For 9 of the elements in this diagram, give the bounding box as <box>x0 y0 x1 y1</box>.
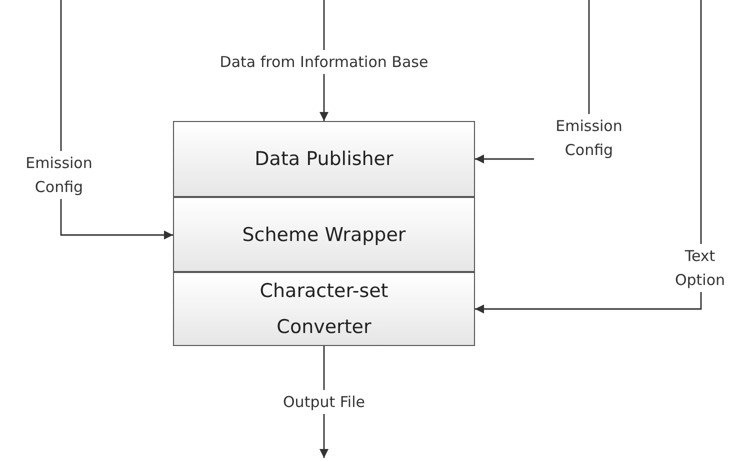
process-box <box>173 272 475 346</box>
box-label: Scheme Wrapper <box>241 222 407 248</box>
edge-label: Data from Information Base <box>220 50 428 74</box>
arrow <box>475 0 702 314</box>
process-box <box>173 121 475 197</box>
box-label: Data Publisher <box>254 147 394 172</box>
edge-label: Output File <box>283 390 365 414</box>
box-label: Character-set Converter <box>258 279 390 340</box>
process-box <box>173 197 475 272</box>
